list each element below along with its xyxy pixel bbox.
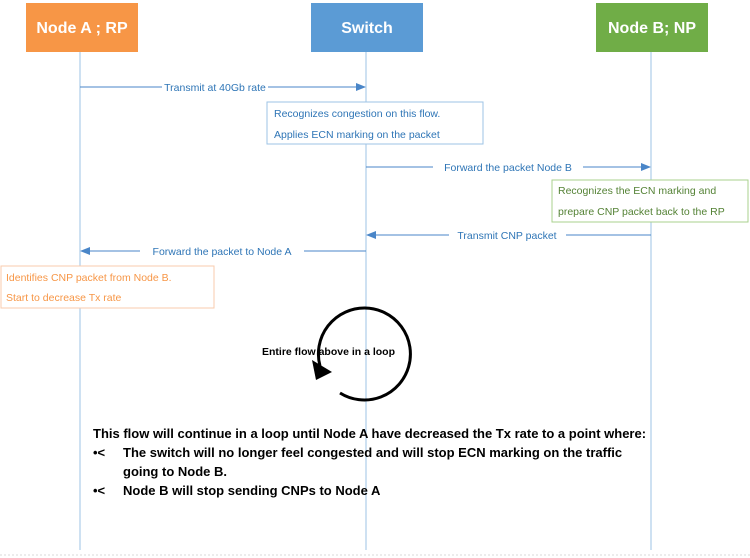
summary-bullet-text: The switch will no longer feel congested… <box>123 445 623 479</box>
participant-switch: Switch <box>311 3 423 52</box>
note-nodea-cnp-line-2: Start to decrease Tx rate <box>6 292 122 304</box>
label-forward-to-a: Forward the packet to Node A <box>153 246 292 258</box>
note-nodeb-ecn-line-1: Recognizes the ECN marking and <box>558 185 716 197</box>
participant-node-a-box <box>26 3 138 52</box>
message-forward-to-b: Forward the packet Node B <box>366 160 651 174</box>
note-switch-congestion: Recognizes congestion on this flow. Appl… <box>266 101 484 145</box>
note-nodea-cnp-box <box>0 265 215 309</box>
bullet-icon: •< <box>93 445 106 460</box>
label-transmit-40gb: Transmit at 40Gb rate <box>164 82 266 94</box>
participant-switch-box <box>311 3 423 52</box>
loop-label: Entire flow above in a loop <box>262 346 395 358</box>
summary-bullet-item: •< Node B will stop sending CNPs to Node… <box>93 481 653 500</box>
loop-arrow-icon <box>316 306 412 402</box>
participant-node-b-label: Node B; NP <box>608 20 696 37</box>
note-switch-congestion-line-2: Applies ECN marking on the packet <box>274 129 440 141</box>
message-transmit-cnp: Transmit CNP packet <box>366 228 651 242</box>
note-nodeb-ecn-box <box>551 179 749 223</box>
bullet-icon: •< <box>93 483 106 498</box>
summary-bullet-item: •< The switch will no longer feel conges… <box>93 443 653 481</box>
label-transmit-cnp: Transmit CNP packet <box>457 230 556 242</box>
participant-node-a-label: Node A ; RP <box>36 20 128 37</box>
participant-node-b: Node B; NP <box>596 3 708 52</box>
participant-switch-label: Switch <box>341 20 393 37</box>
note-nodea-cnp: Identifies CNP packet from Node B. Start… <box>0 265 215 309</box>
participant-node-b-box <box>596 3 708 52</box>
label-forward-to-b: Forward the packet Node B <box>444 162 572 174</box>
participant-node-a: Node A ; RP <box>26 3 138 52</box>
loop-indicator: Entire flow above in a loop <box>262 306 412 402</box>
note-switch-congestion-box <box>266 101 484 145</box>
note-nodea-cnp-line-1: Identifies CNP packet from Node B. <box>6 272 172 284</box>
message-forward-to-a: Forward the packet to Node A <box>80 244 366 258</box>
message-transmit-40gb: Transmit at 40Gb rate <box>80 80 366 94</box>
summary-bullet-list: •< The switch will no longer feel conges… <box>93 443 653 500</box>
loop-arrowhead-icon <box>312 360 332 380</box>
note-nodeb-ecn: Recognizes the ECN marking and prepare C… <box>551 179 749 223</box>
summary-bullet-text: Node B will stop sending CNPs to Node A <box>123 483 381 498</box>
note-nodeb-ecn-line-2: prepare CNP packet back to the RP <box>558 206 725 218</box>
summary-text: This flow will continue in a loop until … <box>93 424 653 500</box>
note-switch-congestion-line-1: Recognizes congestion on this flow. <box>274 108 440 120</box>
summary-paragraph: This flow will continue in a loop until … <box>93 426 647 441</box>
